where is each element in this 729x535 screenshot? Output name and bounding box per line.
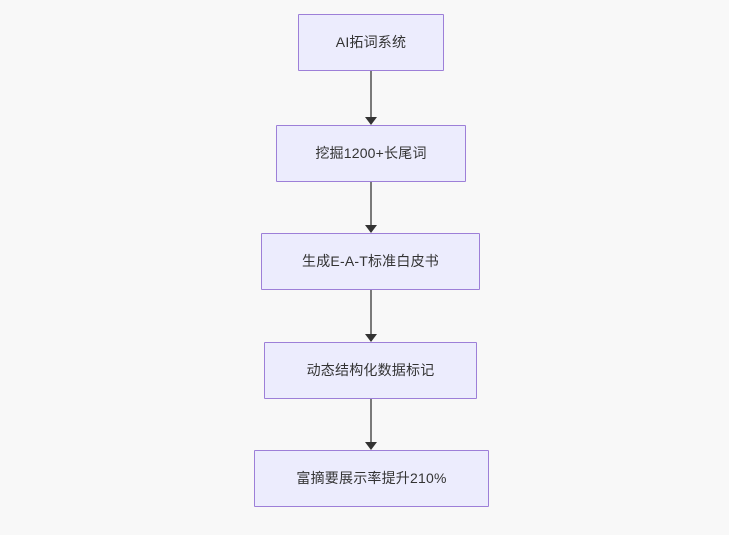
flowchart-edge-n4-to-n5	[364, 399, 378, 450]
flowchart-node-dynamic-structured-data-markup[interactable]: 动态结构化数据标记	[264, 342, 477, 399]
flowchart-node-rich-snippet-rate-increase[interactable]: 富摘要展示率提升210%	[254, 450, 489, 507]
node-label: 生成E-A-T标准白皮书	[302, 253, 439, 270]
arrowhead-down-icon	[365, 117, 377, 125]
edge-line	[370, 182, 372, 226]
edge-line	[370, 399, 372, 443]
flowchart-node-mine-longtail-keywords[interactable]: 挖掘1200+长尾词	[276, 125, 466, 182]
node-label: AI拓词系统	[335, 34, 407, 51]
node-label: 富摘要展示率提升210%	[296, 470, 447, 487]
node-label: 挖掘1200+长尾词	[315, 145, 427, 162]
flowchart-edge-n3-to-n4	[364, 290, 378, 342]
flowchart-node-ai-keyword-system[interactable]: AI拓词系统	[298, 14, 444, 71]
edge-line	[370, 71, 372, 118]
arrowhead-down-icon	[365, 225, 377, 233]
flowchart-edge-n1-to-n2	[364, 71, 378, 125]
edge-line	[370, 290, 372, 335]
flowchart-node-generate-eat-whitepaper[interactable]: 生成E-A-T标准白皮书	[261, 233, 480, 290]
flowchart-edge-n2-to-n3	[364, 182, 378, 233]
arrowhead-down-icon	[365, 334, 377, 342]
arrowhead-down-icon	[365, 442, 377, 450]
node-label: 动态结构化数据标记	[306, 362, 435, 379]
